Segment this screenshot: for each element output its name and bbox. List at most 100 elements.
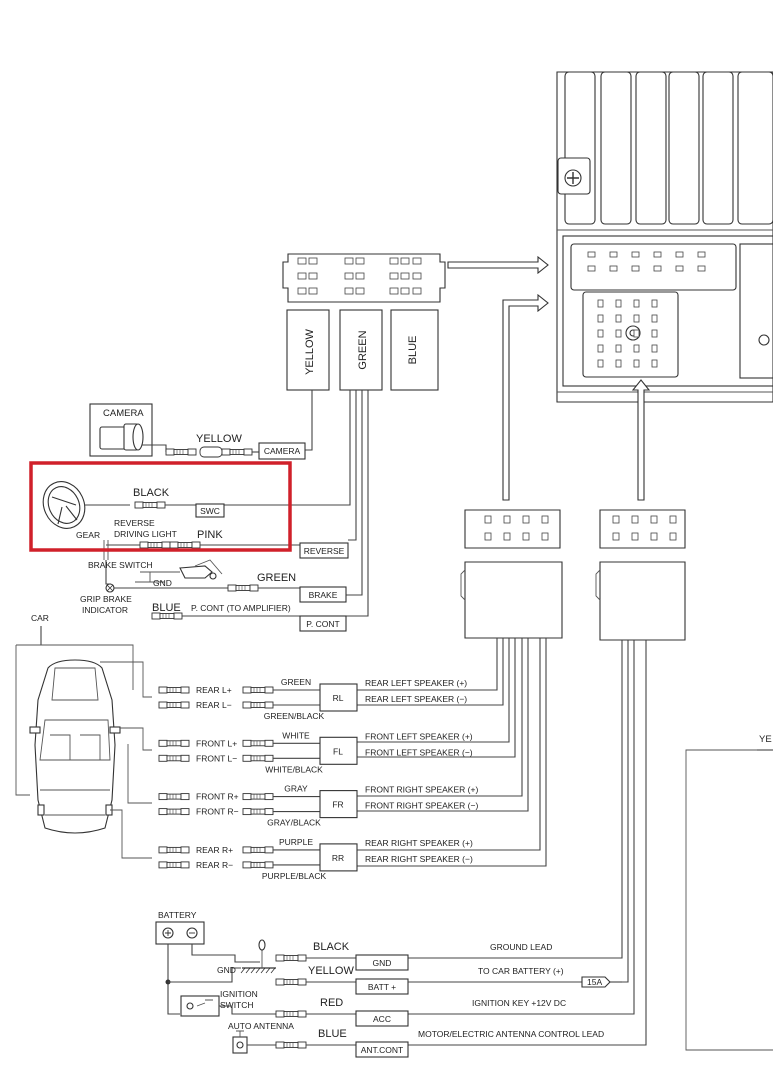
connector-pin (389, 287, 399, 295)
speaker-tag: RL (333, 693, 344, 703)
wire-plug-icon (242, 846, 274, 854)
camera-group: CAMERA YELLOW CAMERA (89, 403, 306, 460)
connector-pin (297, 272, 307, 280)
reverse-tag: REVERSE (304, 546, 345, 556)
wire-plug-icon (158, 686, 190, 694)
wire-plug-icon (242, 701, 274, 709)
power-connector (595, 509, 686, 641)
connector-pin (389, 257, 399, 265)
swc-tag: SWC (200, 506, 220, 516)
camera-tag: CAMERA (264, 446, 301, 456)
car-label: CAR (31, 613, 49, 623)
highlight-box (29, 461, 292, 552)
speaker-row: FRONT L+FRONT L−WHITEWHITE/BLACKFLFRONT … (158, 730, 473, 774)
pcont-desc: P. CONT (TO AMPLIFIER) (191, 603, 291, 613)
wire-plug-icon (242, 808, 274, 816)
power-wire-color: RED (320, 997, 343, 1009)
power-desc: GROUND LEAD (490, 942, 552, 952)
ignition-label-1: IGNITION (220, 989, 258, 999)
wire-plug-icon (275, 1010, 307, 1018)
connector-pin (503, 515, 511, 524)
speaker-neg-label: REAR R− (196, 860, 233, 870)
camera-wire-color: YELLOW (196, 433, 242, 445)
wire-plug-icon (158, 754, 190, 762)
ground-icon (240, 939, 276, 974)
connector-pin (675, 251, 684, 258)
wire-plug-icon (242, 739, 274, 747)
connector-pin (297, 287, 307, 295)
connector-pin (631, 515, 639, 524)
iso-socket-upper (570, 243, 737, 291)
wire-plug-icon (242, 861, 274, 869)
ignition-switch-icon (180, 995, 220, 1017)
connector-pin (615, 314, 622, 323)
swc-group: BLACK SWC (42, 481, 225, 529)
power-tag: ANT.CONT (361, 1045, 404, 1055)
wire-plug-icon (275, 1041, 307, 1049)
power-tag: GND (373, 958, 392, 968)
camera-icon (99, 423, 144, 451)
speaker-neg-color: PURPLE/BLACK (262, 871, 327, 881)
connector-pin (615, 359, 622, 368)
grip-brake-2: INDICATOR (82, 605, 128, 615)
auto-antenna-label: AUTO ANTENNA (228, 1021, 294, 1031)
wire-plug-icon (158, 846, 190, 854)
speaker-neg-color: GREEN/BLACK (264, 711, 325, 721)
connector-pin (651, 359, 658, 368)
wire-plug-icon (242, 754, 274, 762)
connector-pin (344, 272, 354, 280)
speaker-tag: RR (332, 853, 344, 863)
green-cable-block (339, 309, 383, 391)
connector-pin (651, 314, 658, 323)
connector-pin (355, 272, 365, 280)
connector-pin (633, 329, 640, 338)
connector-pin (503, 532, 511, 541)
connector-pin (633, 344, 640, 353)
connector-pin (697, 265, 706, 272)
antenna-icon (232, 1030, 248, 1054)
connector-pin (597, 359, 604, 368)
power-desc: MOTOR/ELECTRIC ANTENNA CONTROL LEAD (418, 1029, 604, 1039)
ignition-label-2: SWITCH (220, 1000, 254, 1010)
grip-brake-1: GRIP BRAKE (80, 594, 132, 604)
battery-icon (155, 921, 205, 945)
connector-pin (484, 515, 492, 524)
wire-plug-icon (158, 808, 190, 816)
yellow-cable-block (286, 309, 330, 391)
power-tag: ACC (373, 1014, 391, 1024)
connector-pin (389, 272, 399, 280)
connector-pin (587, 265, 596, 272)
head-unit-fins (564, 71, 773, 225)
connector-pin (344, 287, 354, 295)
brake-wire-color: GREEN (257, 572, 296, 584)
arrow-up-to-head-unit (631, 379, 651, 501)
fuse-icon: 15A (581, 976, 611, 988)
sub-connector (282, 253, 446, 303)
connector-pin (308, 257, 318, 265)
connector-pin (541, 532, 549, 541)
speaker-pos-label: REAR L+ (196, 685, 232, 695)
speaker-pos-label: FRONT R+ (196, 792, 239, 802)
wire-plug-icon (158, 861, 190, 869)
connector-pin (651, 344, 658, 353)
connector-pin (653, 265, 662, 272)
wire-plug-icon (158, 701, 190, 709)
connector-pin (412, 272, 422, 280)
brake-group: BRAKE SWITCH GRIP BRAKE INDICATOR GND GR… (80, 559, 347, 615)
connector-pin (612, 515, 620, 524)
power-group: BATTERY GND IGNITION SWITCH AUTO ANTENNA (155, 910, 622, 1058)
connector-pin (650, 532, 658, 541)
car-icon (29, 659, 121, 834)
connector-pin (651, 299, 658, 308)
swc-wire-color: BLACK (133, 487, 170, 499)
wire-plug-icon (242, 686, 274, 694)
connector-pin (615, 344, 622, 353)
connector-pin (412, 287, 422, 295)
connector-pin (597, 314, 604, 323)
fuse-label: 15A (587, 977, 602, 987)
